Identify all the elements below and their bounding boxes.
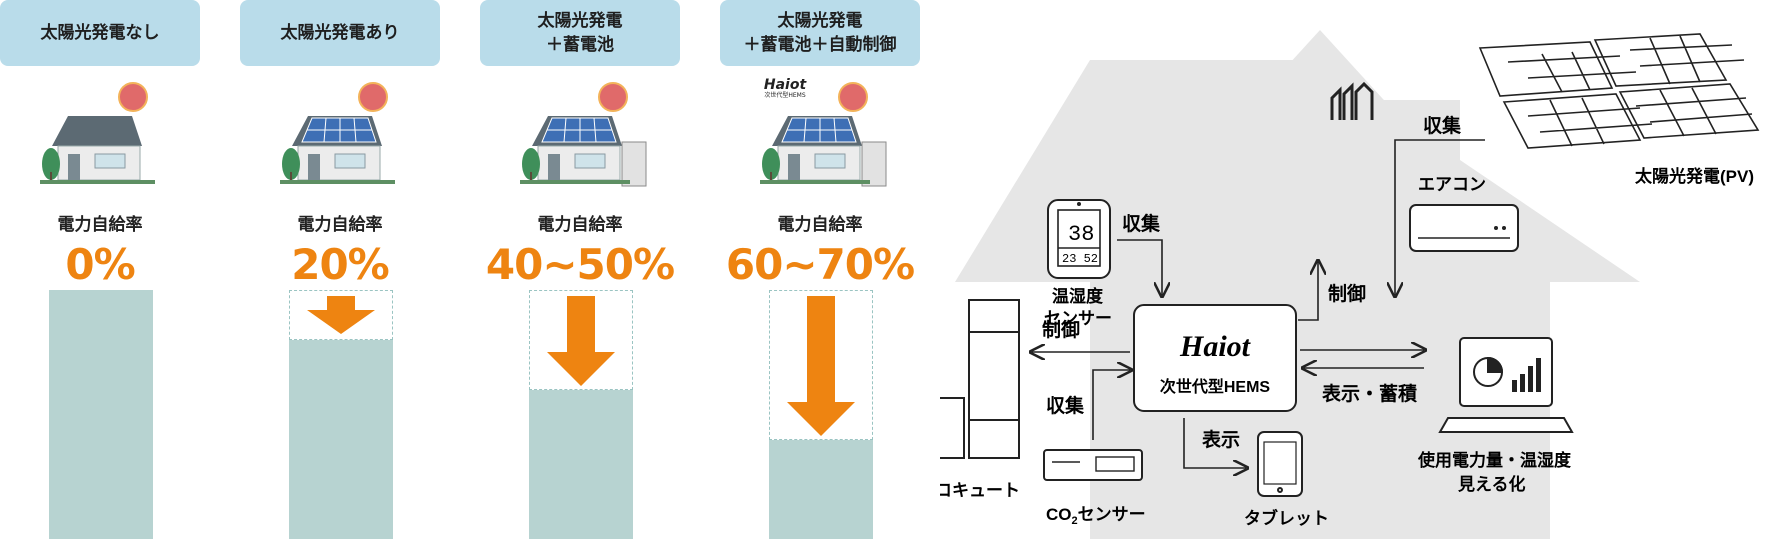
logo-text: Haiot (763, 77, 807, 93)
air-conditioner-icon (1409, 204, 1519, 252)
scenario-header: 太陽光発電 ＋蓄電池＋自動制御 (720, 0, 920, 66)
laptop-label-line: 使用電力量・温湿度 (1417, 450, 1572, 470)
self-sufficiency-bar (769, 290, 873, 539)
co2-label-pre: CO (1046, 505, 1072, 524)
thermo-hygrometer-icon (1047, 199, 1111, 279)
pv-collect-arrow (1395, 139, 1485, 295)
solar-panel-array-icon (1478, 33, 1760, 149)
self-sufficiency-bar (289, 290, 393, 539)
co2-collect-arrow (1092, 370, 1130, 440)
temp-sensor-label-line: 温湿度 (1052, 286, 1104, 306)
hub-logo: Haiot (1179, 330, 1252, 363)
pv-collect-label: 収集 (1423, 114, 1462, 137)
pv-label: 太陽光発電(PV) (1635, 166, 1754, 186)
down-arrow-icon (307, 296, 375, 334)
rate-value: 20% (291, 240, 390, 289)
scenario-title-line: ＋蓄電池 (546, 35, 614, 55)
bar-fill (49, 290, 153, 539)
haiot-logo-small: Haiot 次世代型HEMS (758, 78, 812, 100)
scenario-header: 太陽光発電あり (240, 0, 440, 66)
tablet-display-label: 表示 (1202, 428, 1240, 451)
temp-collect-label: 収集 (1122, 212, 1161, 235)
scenario-solar-battery-control: 太陽光発電 ＋蓄電池＋自動制御 Haiot 次世代型HEMS 電力自給率 60~… (720, 0, 920, 539)
co2-label-post: センサー (1078, 505, 1146, 524)
rate-label: 電力自給率 (297, 215, 383, 235)
scenario-title-line: ＋蓄電池＋自動制御 (743, 35, 897, 55)
self-sufficiency-bar (529, 290, 633, 539)
scenario-title-line: 太陽光発電 (777, 11, 863, 31)
scenario-none: 太陽光発電なし 電力自給率 0% (0, 0, 200, 539)
rate-label: 電力自給率 (777, 215, 863, 235)
house-solar-battery-hems-illustration (760, 82, 887, 187)
tablet-display-arrow (1183, 418, 1246, 468)
eco-cute-icon (940, 299, 1020, 459)
rate-value: 0% (65, 240, 135, 289)
scenario-title-line: 太陽光発電 (537, 11, 623, 31)
scenario-header: 太陽光発電 ＋蓄電池 (480, 0, 680, 66)
bar-ghost (769, 290, 873, 440)
bar-fill (529, 390, 633, 539)
hub-label: 次世代型HEMS (1160, 377, 1271, 396)
co2-label-sub: 2 (1072, 515, 1078, 527)
sensor-value: 38 (1068, 222, 1094, 247)
house-solar-battery-illustration (520, 82, 647, 187)
sensor-time: 23 52 (1062, 252, 1098, 266)
co2-sensor-icon (1043, 449, 1143, 481)
hems-diagram: 太陽光発電(PV) 収集 38 23 52 温湿度 センサー 収集 Haiot … (940, 30, 1760, 539)
bar-fill (769, 440, 873, 539)
laptop-icon (1438, 337, 1574, 433)
house-illustration (40, 82, 155, 184)
battery-icon (861, 141, 887, 187)
rate-value: 60~70% (725, 240, 915, 289)
scenario-header: 太陽光発電なし (0, 0, 200, 66)
ecocute-label: エコキュート (940, 481, 1020, 500)
bar-ghost (529, 290, 633, 390)
co2-label: CO2センサー (1046, 505, 1146, 527)
display-store-label: 表示・蓄積 (1322, 382, 1417, 405)
down-arrow-icon (787, 296, 855, 436)
co2-collect-label: 収集 (1046, 394, 1085, 417)
scenario-solar-battery: 太陽光発電 ＋蓄電池 電力自給率 40~50% (480, 0, 680, 539)
aircon-label: エアコン (1418, 175, 1486, 194)
laptop-label-line: 見える化 (1457, 474, 1526, 494)
logo-subtext: 次世代型HEMS (764, 92, 806, 99)
scenario-title: 太陽光発電なし (40, 23, 160, 43)
self-sufficiency-bar (49, 290, 153, 539)
temp-sensor-label-line: センサー (1044, 309, 1112, 328)
rate-label: 電力自給率 (57, 215, 143, 235)
temp-collect-arrow (1117, 239, 1162, 295)
bar-fill (289, 340, 393, 539)
battery-icon (621, 141, 647, 187)
haiot-mark-icon (1330, 81, 1374, 120)
rate-label: 電力自給率 (537, 215, 623, 235)
scenario-title: 太陽光発電あり (280, 23, 400, 43)
tablet-label: タブレット (1244, 508, 1329, 528)
sun-icon (598, 82, 628, 112)
sun-icon (118, 82, 148, 112)
aircon-control-label: 制御 (1328, 282, 1366, 305)
bar-ghost (289, 290, 393, 340)
aircon-control-arrow (1298, 262, 1318, 321)
sun-icon (838, 82, 868, 112)
rate-value: 40~50% (485, 240, 675, 289)
ecocute-control-label: 制御 (1042, 318, 1080, 341)
house-solar-illustration (280, 82, 395, 184)
down-arrow-icon (547, 296, 615, 386)
scenario-solar: 太陽光発電あり 電力自給率 20% (240, 0, 440, 539)
tablet-icon (1257, 431, 1303, 497)
hems-hub-box (1133, 304, 1297, 412)
sun-icon (358, 82, 388, 112)
